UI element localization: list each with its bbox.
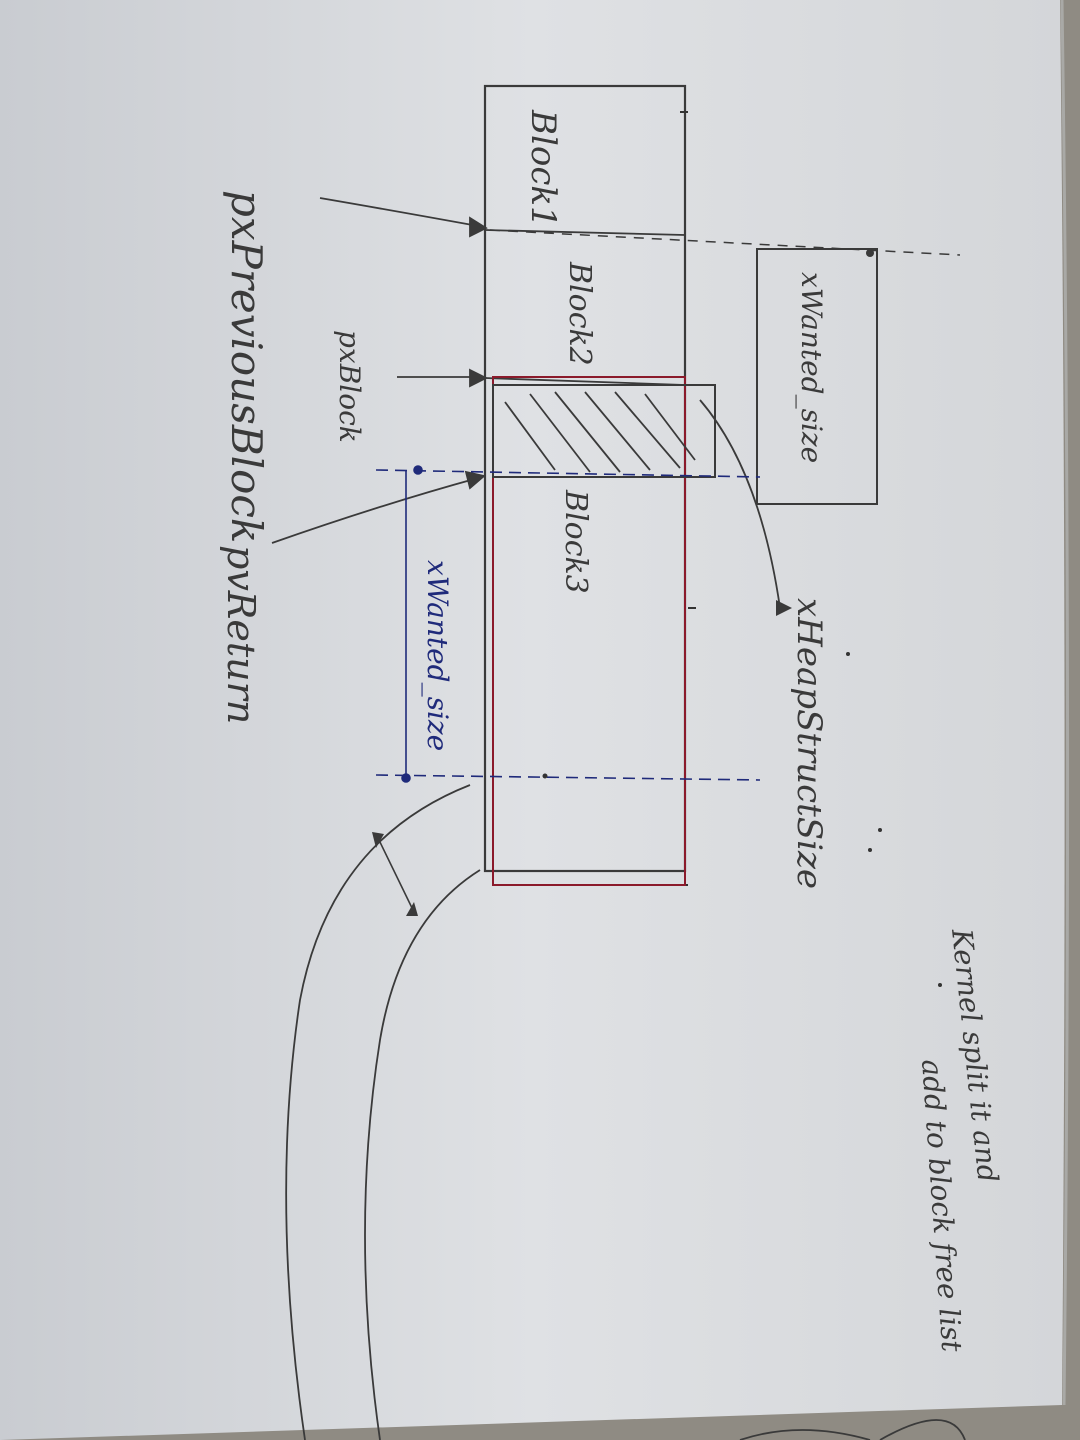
hatching bbox=[504, 391, 696, 473]
split-region-curves bbox=[285, 784, 966, 1440]
split-width-arrowhead bbox=[372, 832, 384, 848]
xwanted-size-box bbox=[756, 248, 878, 505]
label-xheap-struct-size: xHeapStructSize bbox=[789, 598, 829, 889]
label-block3: Block3 bbox=[558, 489, 593, 594]
dashed-leader bbox=[489, 229, 961, 256]
label-block2: Block2 bbox=[562, 261, 597, 366]
pencil-speck bbox=[868, 848, 872, 852]
label-px-block: pxBlock bbox=[333, 330, 366, 443]
label-block1: Block1 bbox=[523, 109, 563, 228]
heap-struct-arrow bbox=[699, 399, 781, 609]
xwanted-size-dimension bbox=[375, 465, 761, 783]
pencil-speck bbox=[878, 828, 882, 832]
block3-red-outline bbox=[492, 376, 686, 886]
pencil-speck bbox=[938, 983, 942, 987]
leader-dot bbox=[866, 249, 874, 257]
split-width-arrowhead bbox=[406, 902, 418, 916]
label-pv-return: pvReturn bbox=[219, 545, 263, 724]
split-width-arrow bbox=[377, 837, 414, 911]
label-xwanted-size-dimension: xWanted_size bbox=[421, 560, 454, 751]
label-xwanted-size-box: xWanted_size bbox=[795, 272, 828, 463]
block2-divider bbox=[484, 377, 686, 386]
block1-divider bbox=[484, 229, 686, 236]
pencil-speck bbox=[846, 652, 850, 656]
pointer-arrows bbox=[271, 197, 489, 544]
heap-struct-header bbox=[492, 384, 716, 478]
label-px-previous-block: pxPreviousBlock bbox=[222, 190, 271, 543]
heap-struct-arrowhead bbox=[776, 600, 792, 616]
pencil-speck bbox=[542, 773, 548, 779]
page-edge bbox=[1060, 0, 1070, 1406]
